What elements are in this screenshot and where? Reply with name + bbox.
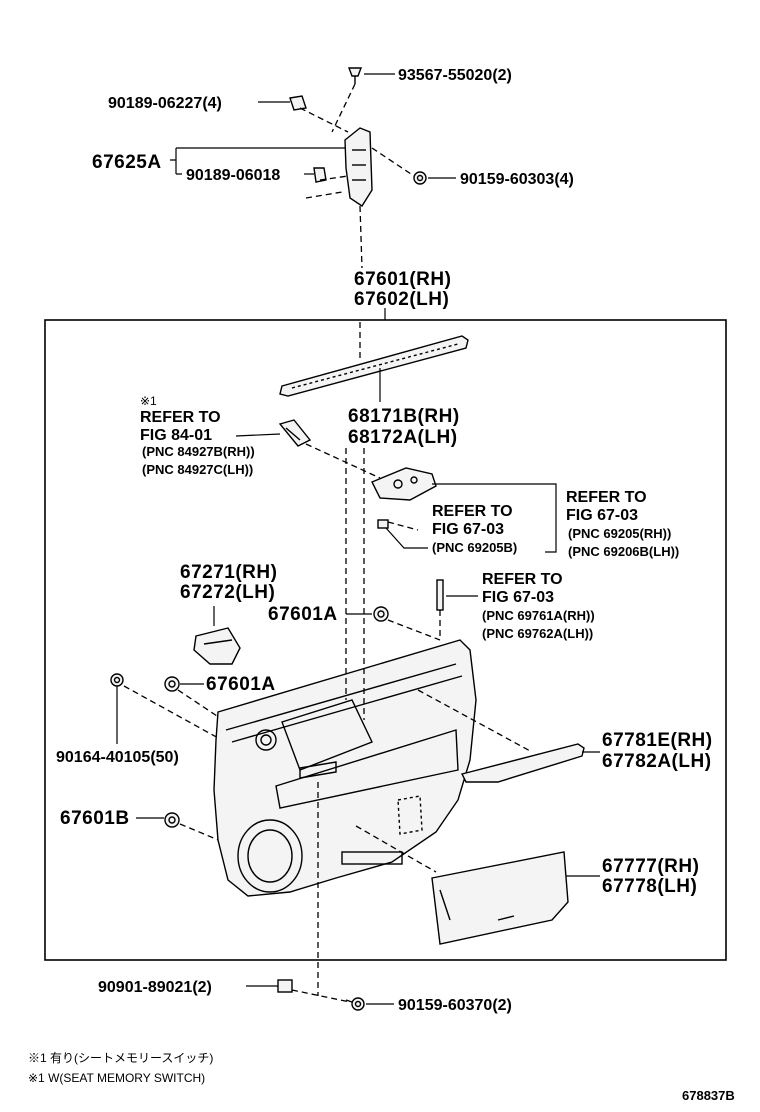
label-67272: 67272(LH): [180, 582, 275, 603]
pin-69761A-icon: [436, 579, 444, 636]
switch-base-67271-icon: [193, 627, 241, 665]
label-67782A: 67782A(LH): [602, 751, 712, 772]
label-67601A-mid: 67601A: [206, 674, 276, 695]
lower-pocket-67777: [431, 851, 569, 945]
clip-90189-06227-icon: [289, 95, 307, 111]
diagram-id: 678837B: [682, 1088, 735, 1103]
footnote-english: ※1 W(SEAT MEMORY SWITCH): [28, 1071, 205, 1085]
screw-90159-60303-icon: [413, 171, 427, 185]
label-refer-to-c: REFER TO: [566, 489, 647, 506]
label-67601B: 67601B: [60, 808, 130, 829]
label-90164: 90164-40105(50): [56, 749, 179, 766]
label-68172A: 68172A(LH): [348, 427, 458, 448]
bracket-67625A: [344, 127, 373, 207]
label-pnc-69761A: (PNC 69761A(RH)): [482, 608, 595, 623]
label-67601A-top: 67601A: [268, 604, 338, 625]
label-67602: 67602(LH): [354, 289, 449, 310]
label-90901: 90901-89021(2): [98, 979, 212, 996]
label-90189-06227: 90189-06227(4): [108, 95, 222, 112]
label-67601: 67601(RH): [354, 269, 451, 290]
label-pnc-69762A: (PNC 69762A(LH)): [482, 626, 593, 641]
clip-67601B-icon: [164, 812, 180, 828]
clip-67601A-mid-icon: [164, 676, 180, 692]
label-67271: 67271(RH): [180, 562, 277, 583]
label-pnc-84927C: (PNC 84927C(LH)): [142, 462, 253, 477]
label-67778: 67778(LH): [602, 876, 697, 897]
clip-67601A-top-icon: [373, 606, 389, 622]
clip-90164-icon: [110, 673, 124, 687]
label-90159-60303: 90159-60303(4): [460, 171, 574, 188]
label-fig-67-03-d: FIG 67-03: [482, 589, 554, 606]
label-68171B: 68171B(RH): [348, 406, 460, 427]
label-90159-60370: 90159-60370(2): [398, 997, 512, 1014]
footnote-japanese: ※1 有り(シートメモリースイッチ): [28, 1051, 213, 1065]
label-refer-to-d: REFER TO: [482, 571, 563, 588]
label-fig-84-01: FIG 84-01: [140, 427, 212, 444]
belt-moulding-68171B: [279, 335, 469, 397]
armrest-pad-67781E: [460, 743, 585, 783]
label-fig-67-03-c: FIG 67-03: [566, 507, 638, 524]
label-93567: 93567-55020(2): [398, 67, 512, 84]
door-trim-panel-67601: [213, 639, 477, 897]
clip-90189-06018-icon: [313, 167, 327, 183]
label-90189-06018: 90189-06018: [186, 167, 280, 184]
label-pnc-69206B: (PNC 69206B(LH)): [568, 544, 679, 559]
screw-93567-icon: [347, 67, 363, 84]
clip-90901-icon: [277, 979, 293, 993]
screw-90159-60370-icon: [345, 997, 365, 1011]
label-67625A: 67625A: [92, 152, 162, 173]
inside-handle-icon: [371, 467, 437, 501]
label-67781E: 67781E(RH): [602, 730, 713, 751]
label-pnc-84927B: (PNC 84927B(RH)): [142, 444, 255, 459]
note-mark-label: ※1: [140, 394, 157, 408]
cable-icon: [377, 519, 389, 529]
label-67777: 67777(RH): [602, 856, 699, 877]
label-fig-67-03-b: FIG 67-03: [432, 521, 504, 538]
label-pnc-69205rh: (PNC 69205(RH)): [568, 526, 671, 541]
label-refer-to-a: REFER TO: [140, 409, 221, 426]
label-refer-to-b: REFER TO: [432, 503, 513, 520]
memory-switch-icon: [278, 419, 312, 447]
label-pnc-69205B: (PNC 69205B): [432, 540, 517, 555]
